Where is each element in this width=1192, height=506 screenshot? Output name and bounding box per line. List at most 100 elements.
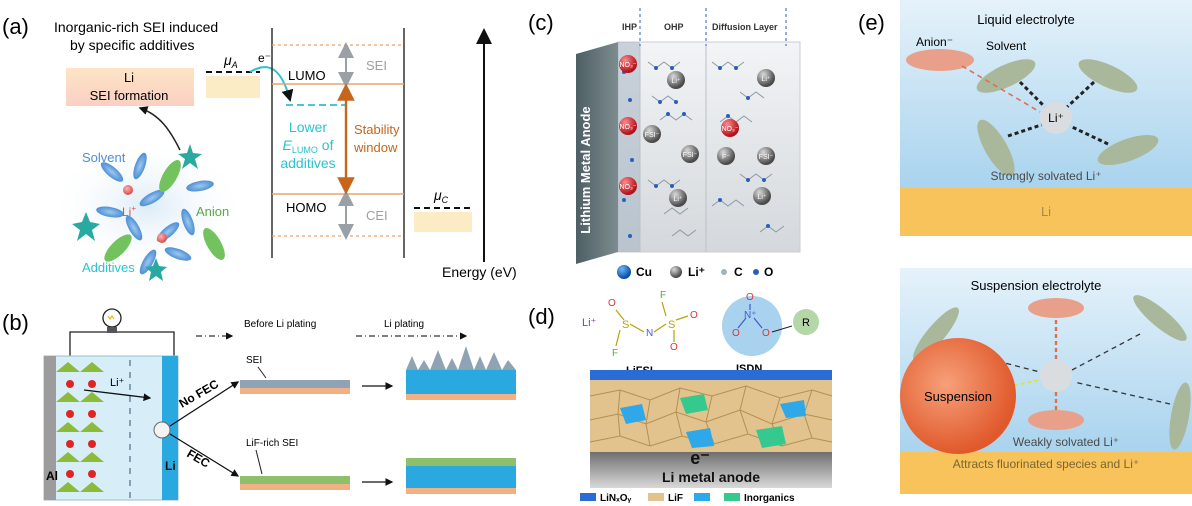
- lif-sei-layer: [240, 476, 350, 484]
- li-ion-label: Li⁺: [671, 78, 680, 85]
- isdn-r-bond: [771, 325, 793, 333]
- solvent-ellipse: [1133, 295, 1187, 341]
- no3-label: NO₃⁻: [721, 126, 738, 133]
- sei-layer: [240, 380, 350, 388]
- no-fec-branch-arrow: [169, 381, 240, 427]
- solvent-chains: [647, 61, 785, 237]
- lif-sei-top: [406, 458, 516, 466]
- panel-b: (b) Li⁺ Al Li No FEC FEC Befor: [2, 308, 516, 501]
- lumo-label: LUMO: [288, 68, 326, 83]
- inorganic-grain: [756, 426, 786, 448]
- cu-layer-dendrite: [406, 394, 516, 400]
- lifsi-structure: Li⁺ O S N S F F O O LiFSI: [582, 290, 698, 377]
- o-legend-label: O: [764, 265, 773, 279]
- isdn-o-atom: O: [732, 328, 740, 339]
- solvent-molecule: [164, 247, 192, 261]
- lightbulb-filament: [107, 314, 115, 321]
- o-legend-icon: [753, 269, 759, 275]
- solvent-molecule: [96, 206, 124, 218]
- f-label: F⁻: [722, 154, 730, 161]
- cu-legend-label: Cu: [636, 265, 652, 279]
- lightbulb-icon: [102, 308, 122, 328]
- inorganics-swatch-green: [724, 493, 740, 501]
- solvent-coordination: [1007, 122, 1045, 138]
- linxoy-swatch: [580, 493, 596, 501]
- panel-d-letter: (d): [528, 304, 555, 329]
- lithium-anode-slab: [576, 42, 618, 264]
- electron-label: e⁻: [258, 51, 271, 65]
- solvent-ellipse: [1097, 134, 1159, 166]
- weak-coordination: [953, 349, 1041, 373]
- isdn-circle: [722, 296, 782, 356]
- additive-star: [72, 212, 100, 241]
- solvent-coordination: [1064, 80, 1096, 110]
- anion-molecule: [203, 228, 225, 260]
- isdn-bonds: [737, 304, 763, 329]
- inorganics-legend-label: Inorganics: [744, 493, 795, 504]
- stability-label-line2: window: [353, 140, 398, 155]
- homo-label: HOMO: [286, 200, 326, 215]
- solvent-ellipse: [977, 119, 1015, 177]
- li-ion-sphere: [157, 233, 167, 243]
- solvent-molecule: [181, 208, 195, 236]
- solvent-ellipse: [1078, 59, 1138, 93]
- additives-label: Additives: [82, 260, 135, 275]
- external-circuit-wire: [69, 331, 175, 356]
- lifsi-f-atom: F: [612, 348, 618, 359]
- fec-label: FEC: [185, 446, 213, 470]
- anode-label: Lithium Metal Anode: [578, 106, 593, 233]
- li-ion-migration-arrow: [83, 389, 152, 402]
- cu-legend-icon: [617, 265, 631, 279]
- lif-sei-pointer: [255, 449, 263, 475]
- panel-d-legend: LiNₓOᵧ LiF Inorganics: [580, 493, 795, 504]
- lower-elumo-line2: ELUMO of: [283, 137, 334, 155]
- inorganic-grain: [686, 428, 714, 448]
- mu-a-label: μA: [223, 52, 238, 70]
- lightbulb-base: [107, 327, 117, 333]
- isdn-o-atom: O: [762, 328, 770, 339]
- lif-swatch: [648, 493, 664, 501]
- li-ion-center: [1040, 102, 1072, 134]
- additive-star: [178, 144, 202, 169]
- r-group-label: R: [802, 317, 810, 329]
- panel-a-title-line1: Inorganic-rich SEI induced: [54, 19, 218, 35]
- no-fec-label: No FEC: [177, 377, 222, 411]
- energy-axis-label: Energy (eV): [442, 264, 517, 280]
- anion-label: Anion⁻: [916, 35, 953, 49]
- uniform-li-layer: [406, 466, 516, 488]
- anion-molecule: [159, 160, 181, 192]
- li-metal-anode: [590, 452, 832, 488]
- anion-ellipse: [1028, 410, 1084, 430]
- r-group-circle: [793, 309, 819, 335]
- diffusion-label: Diffusion Layer: [712, 22, 778, 32]
- li-ion-center-bottom: [1040, 360, 1072, 392]
- cluster-halo: [48, 138, 248, 274]
- inorganic-grain: [620, 404, 646, 424]
- sei-formation-label: SEI formation: [90, 88, 169, 103]
- anode-label: Li metal anode: [662, 469, 760, 485]
- suspension-particle: [900, 338, 1016, 454]
- lif-sei-label: LiF-rich SEI: [246, 438, 298, 449]
- cei-label: CEI: [366, 208, 388, 223]
- fsi-label: FSI⁻: [683, 152, 698, 159]
- f-ion: [717, 147, 735, 165]
- li-sei-box: [66, 68, 194, 106]
- panel-b-letter: (b): [2, 310, 29, 335]
- no3-ion: [619, 177, 637, 195]
- lifsi-s-atom: S: [668, 319, 675, 331]
- linxoy-layer: [590, 370, 832, 380]
- panel-c-legend: Cu Li⁺ C O: [617, 265, 773, 279]
- anion-ellipse: [906, 49, 974, 71]
- no3-label: NO₃⁻: [619, 124, 636, 131]
- linxoy-legend-label: LiNₓOᵧ: [600, 493, 632, 504]
- solvent-coordination: [1018, 80, 1048, 110]
- li-ion-label: Li+: [122, 204, 136, 219]
- weak-coordination: [1073, 381, 1171, 405]
- no3-ion: [619, 117, 637, 135]
- isdn-o-atom: O: [746, 292, 754, 303]
- li-center-label: Li⁺: [1048, 111, 1064, 125]
- c-legend-label: C: [734, 265, 743, 279]
- li-ion-label: Li⁺: [757, 194, 766, 201]
- ihp-layer: [618, 42, 640, 252]
- lif-legend-label: LiF: [668, 493, 683, 504]
